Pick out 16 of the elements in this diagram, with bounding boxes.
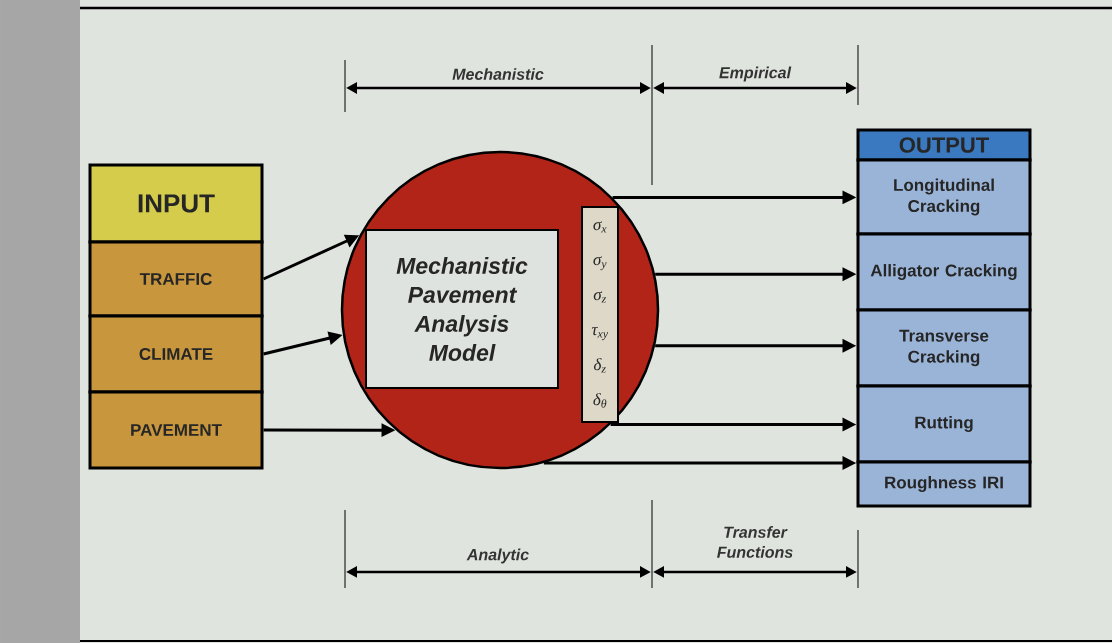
header-cell: OUTPUT	[856, 128, 1032, 162]
output-cell: Alligator Cracking	[856, 232, 1032, 312]
dimension-label: Mechanistic	[452, 68, 544, 80]
output-cell: Roughness IRI	[856, 460, 1032, 508]
input-cell: PAVEMENT	[88, 390, 264, 470]
dimension-label: Analytic	[466, 548, 529, 564]
output-cell: Longitudinal Cracking	[856, 158, 1032, 236]
stress-list: σ$_{x}$ σ$_{y}$ σ$_{z}$ τ$_{xy}$ δ$_{z}$ δ$_{θ}$	[581, 206, 619, 423]
output-cell: Transverse Cracking	[856, 308, 1032, 388]
input-cell: CLIMATE	[88, 314, 264, 394]
dimension-label: Transfer Functions	[717, 526, 793, 558]
input-cell: TRAFFIC	[88, 240, 264, 318]
header-cell: INPUT	[88, 163, 264, 244]
dimension-label: Empirical	[719, 66, 792, 82]
output-cell: Rutting	[856, 384, 1032, 464]
model-box: Mechanistic Pavement Analysis Model	[365, 229, 559, 389]
